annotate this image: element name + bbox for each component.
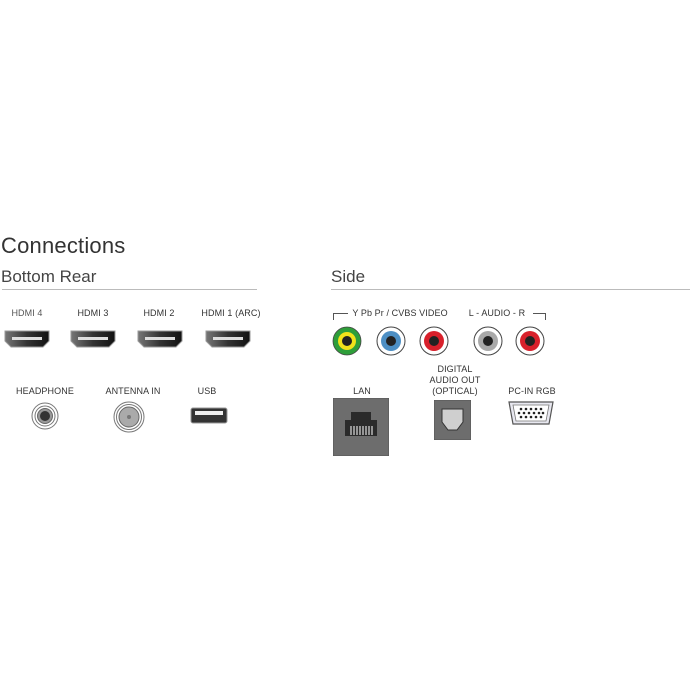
audio-bracket-right bbox=[533, 313, 546, 320]
usb-label: USB bbox=[197, 386, 217, 396]
video-group-label: Y Pb Pr / CVBS VIDEO bbox=[352, 308, 448, 318]
antenna-in-label: ANTENNA IN bbox=[105, 386, 161, 396]
side-heading: Side bbox=[331, 267, 366, 286]
audio-group-label: L - AUDIO - R bbox=[468, 308, 526, 318]
rca-pr-icon bbox=[419, 326, 449, 356]
pc-in-rgb-label: PC-IN RGB bbox=[508, 386, 556, 396]
digital-audio-out-label: DIGITAL AUDIO OUT (OPTICAL) bbox=[424, 364, 486, 397]
hdmi-port-icon bbox=[137, 330, 183, 348]
page-title: Connections bbox=[1, 233, 126, 258]
antenna-coax-icon bbox=[113, 401, 145, 433]
usb-port-icon bbox=[190, 407, 228, 424]
hdmi4-label: HDMI 4 bbox=[11, 308, 43, 318]
side-divider bbox=[331, 289, 690, 290]
bottom-rear-heading: Bottom Rear bbox=[1, 267, 97, 286]
hdmi2-label: HDMI 2 bbox=[143, 308, 175, 318]
hdmi-port-icon bbox=[70, 330, 116, 348]
bottom-rear-divider bbox=[2, 289, 257, 290]
rca-y-cvbs-icon bbox=[332, 326, 362, 356]
lan-label: LAN bbox=[353, 386, 371, 396]
headphone-jack-icon bbox=[31, 402, 59, 430]
vga-port-icon bbox=[508, 401, 554, 425]
ethernet-port-icon bbox=[333, 398, 389, 456]
rca-audio-right-icon bbox=[515, 326, 545, 356]
hdmi1-arc-label: HDMI 1 (ARC) bbox=[201, 308, 261, 318]
hdmi-port-icon bbox=[205, 330, 251, 348]
digital-audio-line3: (OPTICAL) bbox=[432, 386, 478, 396]
digital-audio-line1: DIGITAL bbox=[437, 364, 473, 374]
optical-audio-icon bbox=[434, 400, 471, 440]
rca-audio-left-icon bbox=[473, 326, 503, 356]
headphone-label: HEADPHONE bbox=[16, 386, 74, 396]
hdmi3-label: HDMI 3 bbox=[77, 308, 109, 318]
hdmi-port-icon bbox=[4, 330, 50, 348]
video-bracket-left bbox=[333, 313, 348, 320]
rca-pb-icon bbox=[376, 326, 406, 356]
digital-audio-line2: AUDIO OUT bbox=[429, 375, 481, 385]
